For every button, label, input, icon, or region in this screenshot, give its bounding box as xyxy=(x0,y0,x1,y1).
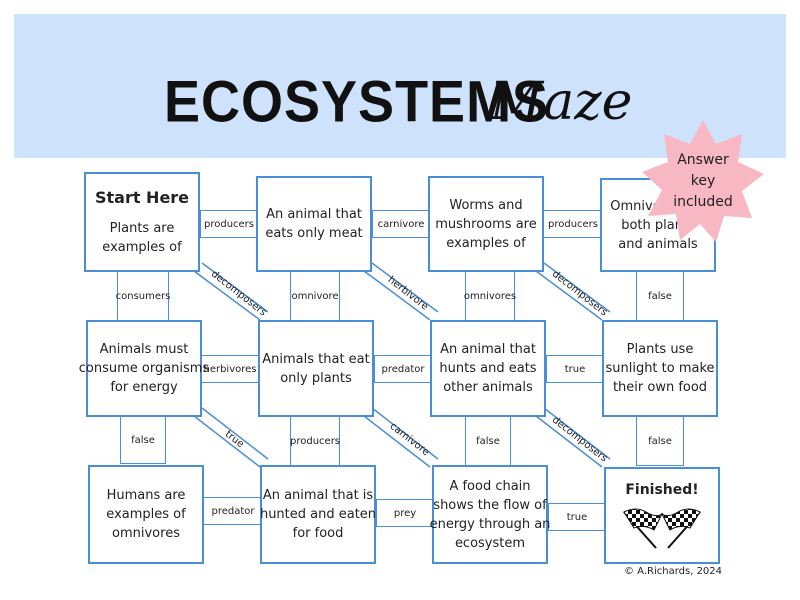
box-text: An animal that xyxy=(440,342,536,357)
connector-label: omnivore xyxy=(290,271,340,321)
start-heading: Start Here xyxy=(94,187,190,207)
connector-label: producers xyxy=(290,416,340,466)
connector-label: predator xyxy=(203,497,263,525)
box-text: Animals must xyxy=(99,342,189,357)
box-text: for energy xyxy=(110,380,178,395)
maze-box-herbivores-question: Animals that eat only plants xyxy=(258,320,374,417)
box-text: Animals that eat xyxy=(262,351,370,367)
connector-label: false xyxy=(636,416,684,466)
maze-box-carnivore-question: An animal that eats only meat xyxy=(256,176,372,272)
box-text: A food chain xyxy=(449,478,531,494)
maze-box-finish: Finished! xyxy=(604,467,720,564)
connector-label: producers xyxy=(200,210,258,238)
maze-box-predator-question: An animal that hunts and eats other anim… xyxy=(430,320,546,417)
box-text: both plants xyxy=(621,217,695,233)
connector-label: false xyxy=(636,271,684,321)
connector-label: predator xyxy=(374,355,432,383)
box-text: Plants are xyxy=(109,220,175,236)
connector-label: false xyxy=(465,416,511,466)
box-text: Humans are xyxy=(106,488,186,503)
maze-box-humans-statement: Humans are examples of omnivores xyxy=(88,465,204,564)
box-text: shows the flow of xyxy=(433,497,547,513)
box-text: consume organisms xyxy=(78,361,210,376)
box-text: omnivores xyxy=(112,526,180,541)
box-text: An animal that is xyxy=(262,488,374,503)
page-title-script: Maze xyxy=(490,72,633,132)
box-text: only plants xyxy=(280,370,352,386)
box-text: Worms and xyxy=(449,197,523,213)
box-text: examples of xyxy=(446,235,526,251)
maze-box-producers-statement: Plants use sunlight to make their own fo… xyxy=(602,320,718,417)
badge-line: included xyxy=(673,194,733,210)
box-text: and animals xyxy=(618,236,698,252)
maze-box-start: Start Here Plants are examples of xyxy=(84,172,200,272)
maze-box-consumers-question: Animals must consume organisms for energ… xyxy=(79,320,209,417)
box-text: sunlight to make xyxy=(605,361,715,376)
connector-label: consumers xyxy=(116,271,170,321)
badge-line: key xyxy=(690,173,716,189)
box-text: hunted and eaten xyxy=(259,507,377,522)
maze-box-decomposers-question: Worms and mushrooms are examples of xyxy=(428,176,544,272)
connector-label: false xyxy=(120,416,166,464)
box-text: ecosystem xyxy=(454,535,526,551)
box-text: examples of xyxy=(102,239,182,255)
box-text: their own food xyxy=(612,380,708,395)
answer-key-text: Answer key included xyxy=(653,150,753,213)
box-text: mushrooms are xyxy=(435,216,537,232)
box-text: energy through an xyxy=(429,516,551,532)
page-title: ECOSYSTEMS xyxy=(164,69,550,135)
connector-label: omnivores xyxy=(464,271,516,321)
connector-label: true xyxy=(546,355,604,383)
connector-label: producers xyxy=(543,210,603,238)
box-text: for food xyxy=(292,526,344,541)
connector-label: true xyxy=(548,503,606,531)
copyright-text: © A.Richards, 2024 xyxy=(624,566,723,577)
answer-key-badge xyxy=(642,120,764,242)
badge-line: Answer xyxy=(677,152,729,168)
box-text: examples of xyxy=(106,507,186,522)
box-text: other animals xyxy=(443,380,533,395)
connector-label: prey xyxy=(376,499,434,527)
connector-label: carnivore xyxy=(372,210,430,238)
box-text: Plants use xyxy=(626,342,694,357)
finish-heading: Finished! xyxy=(625,482,699,498)
box-text: eats only meat xyxy=(265,226,363,241)
title-banner xyxy=(14,14,786,158)
box-text: hunts and eats xyxy=(439,361,537,376)
maze-box-food-chain-statement: A food chain shows the flow of energy th… xyxy=(429,465,551,564)
checkered-flags-icon xyxy=(623,508,701,549)
maze-box-prey-question: An animal that is hunted and eaten for f… xyxy=(260,465,376,564)
box-text: An animal that xyxy=(266,207,362,222)
